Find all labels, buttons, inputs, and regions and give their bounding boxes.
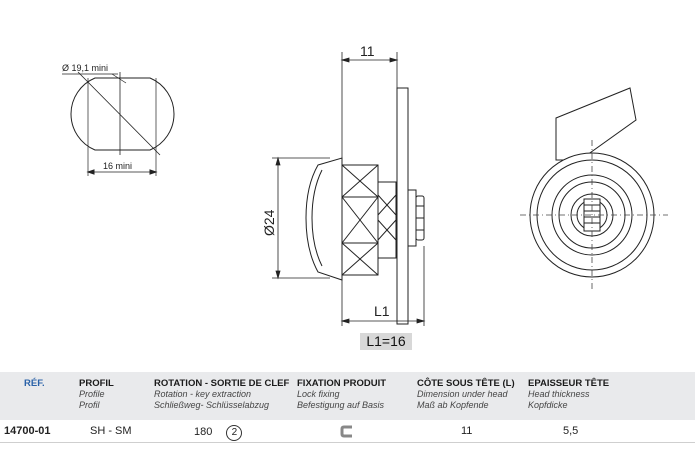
header-fixation: FIXATION PRODUIT Lock fixing Befestigung… [297,378,386,411]
center-lines [520,140,668,292]
c-clip-icon [340,425,352,438]
header-epaisseur: EPAISSEUR TÊTE Head thickness Kopfdicke [528,378,609,411]
header-profil: PROFIL Profile Profil [79,378,114,411]
header-epaisseur-en: Head thickness [528,389,590,399]
header-ref-label: RÉF. [24,378,45,389]
header-profil-label: PROFIL [79,378,114,389]
header-rotation-en: Rotation - key extraction [154,389,252,399]
spec-table: RÉF. PROFIL Profile Profil ROTATION - SO… [0,372,695,443]
length-label: L1 [374,303,390,319]
header-cote: CÔTE SOUS TÊTE (L) Dimension under head … [417,378,515,411]
header-profil-en: Profile [79,389,105,399]
header-cote-de: Maß ab Kopfende [417,400,489,410]
extraction-circle-badge: 2 [226,425,243,441]
profile-cutout-view [62,71,175,176]
cell-profil: SH - SM [90,425,132,437]
diameter-dimension [272,156,330,280]
cell-epaisseur: 5,5 [563,425,579,437]
header-rotation-de: Schließweg- Schlüsselabzug [154,400,270,410]
header-cote-label: CÔTE SOUS TÊTE (L) [417,378,515,389]
header-epaisseur-de: Kopfdicke [528,400,568,410]
header-rotation-label: ROTATION - SORTIE DE CLEF [154,378,290,389]
side-view [305,87,425,325]
cell-rotation-value: 180 [194,426,213,438]
header-ref: RÉF. [24,378,45,389]
header-fixation-de: Befestigung auf Basis [297,400,385,410]
header-cote-en: Dimension under head [417,389,508,399]
length-value-badge: L1=16 [360,333,412,350]
cell-ref: 14700-01 [4,425,51,437]
length-dimension [340,246,426,326]
header-profil-de: Profil [79,400,100,410]
technical-drawing: Ø 19,1 mini 16 mini 11 [62,43,668,326]
cell-cote: 11 [461,425,473,437]
header-fixation-label: FIXATION PRODUIT [297,378,387,389]
depth-dimension [340,52,399,165]
header-rotation: ROTATION - SORTIE DE CLEF Rotation - key… [154,378,289,411]
diameter-label: Ø24 [261,209,277,236]
table-header: RÉF. PROFIL Profile Profil ROTATION - SO… [0,372,695,420]
depth-label: 11 [360,43,375,59]
profile-width-label: 16 mini [103,161,132,171]
profile-diameter-label: Ø 19,1 mini [62,63,108,73]
header-fixation-en: Lock fixing [297,389,340,399]
header-epaisseur-label: EPAISSEUR TÊTE [528,378,610,389]
